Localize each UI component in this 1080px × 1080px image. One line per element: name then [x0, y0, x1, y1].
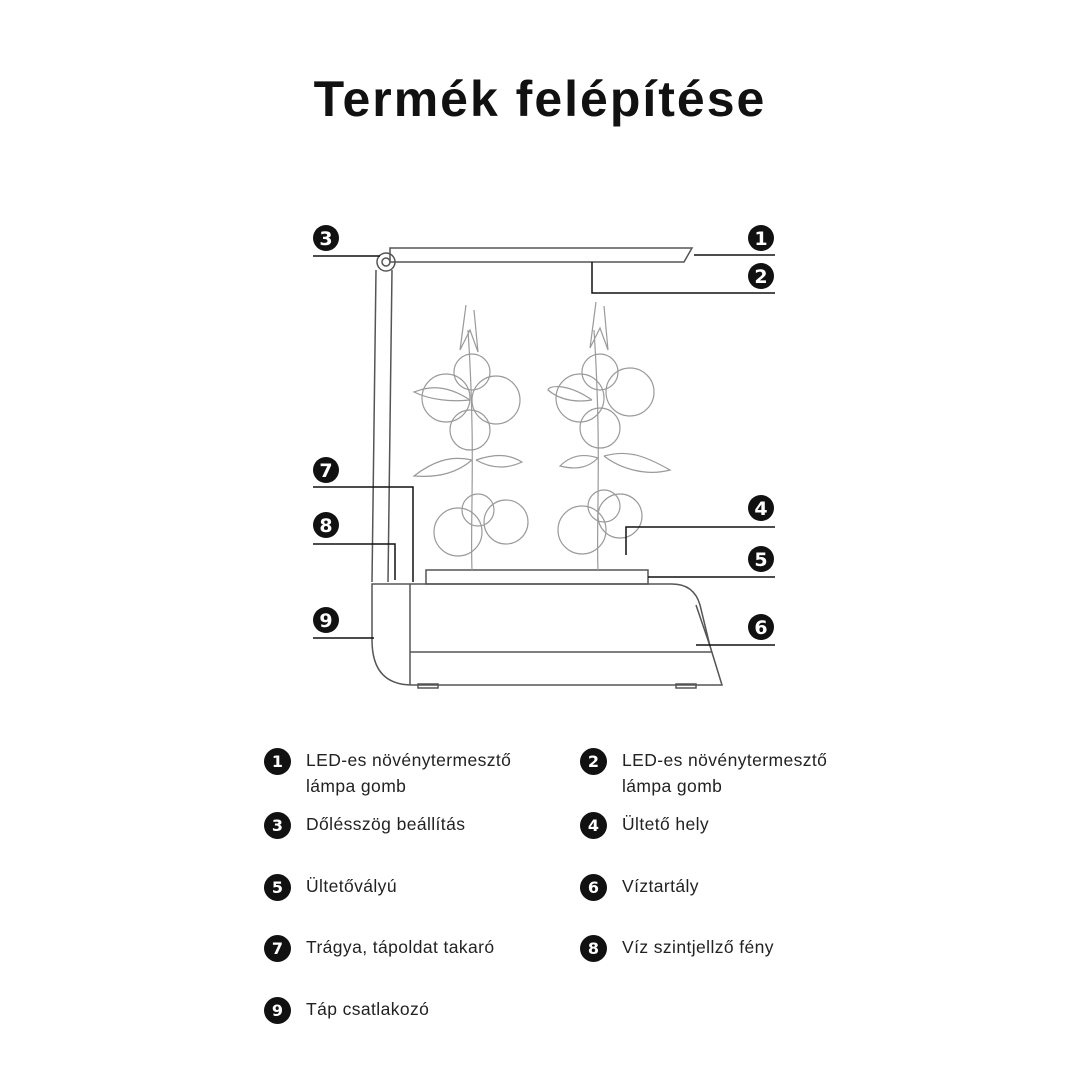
- legend-item-8: 8 Víz szintjellző fény: [580, 934, 774, 962]
- callout-number: 9: [319, 610, 332, 632]
- legend-label: Víz szintjellző fény: [622, 937, 774, 957]
- callout-number: 6: [754, 617, 767, 639]
- callout-number: 4: [754, 498, 767, 520]
- callout-4: 4: [748, 495, 774, 521]
- page-title: Termék felépítése: [313, 71, 767, 127]
- callout-9: 9: [313, 607, 339, 633]
- leader-line-7: [313, 486, 414, 582]
- legend-number: 2: [580, 748, 607, 775]
- legend-number: 1: [264, 748, 291, 775]
- leader-line-2: [591, 262, 775, 294]
- legend-number: 7: [264, 935, 291, 962]
- legend-label: Táp csatlakozó: [306, 999, 430, 1019]
- legend-number: 8: [580, 935, 607, 962]
- legend-number: 4: [580, 812, 607, 839]
- callout-8: 8: [313, 512, 339, 538]
- legend-label: Víztartály: [622, 876, 699, 896]
- callout-number: 8: [319, 515, 332, 537]
- callout-number: 1: [754, 228, 767, 250]
- callout-1: 1: [748, 225, 774, 251]
- callout-number: 7: [319, 460, 332, 482]
- callout-6: 6: [748, 614, 774, 640]
- leader-line-8: [313, 543, 396, 580]
- legend-item-9: 9 Táp csatlakozó: [264, 996, 429, 1024]
- legend-number: 5: [264, 874, 291, 901]
- callout-number: 5: [754, 549, 767, 571]
- legend-label: Trágya, tápoldat takaró: [306, 937, 495, 957]
- callout-5: 5: [748, 546, 774, 572]
- plant-left: [412, 304, 529, 571]
- legend-item-3: 3 Dőlésszög beállítás: [264, 811, 465, 839]
- callout-2: 2: [748, 263, 774, 289]
- legend-item-6: 6 Víztartály: [580, 873, 699, 901]
- legend-item-4: 4 Ültető hely: [580, 811, 709, 839]
- callout-3: 3: [313, 225, 339, 251]
- legend-item-7: 7 Trágya, tápoldat takaró: [264, 934, 495, 962]
- legend-label: Ültető hely: [622, 814, 710, 834]
- legend-number: 6: [580, 874, 607, 901]
- legend-item-5: 5 Ültetővályú: [264, 873, 397, 901]
- product-diagram: 1 2 3 4 5 6 7 8 9: [313, 225, 775, 689]
- leader-lines: [313, 254, 775, 646]
- plant-right: [547, 301, 672, 571]
- leader-line-4: [625, 526, 775, 555]
- legend-label: Ültetővályú: [306, 876, 397, 896]
- product-drawing: [371, 247, 724, 689]
- callout-number: 3: [319, 228, 332, 250]
- callout-7: 7: [313, 457, 339, 483]
- callout-number: 2: [754, 266, 767, 288]
- legend-number: 3: [264, 812, 291, 839]
- legend-number: 9: [264, 997, 291, 1024]
- legend-label: Dőlésszög beállítás: [306, 814, 466, 834]
